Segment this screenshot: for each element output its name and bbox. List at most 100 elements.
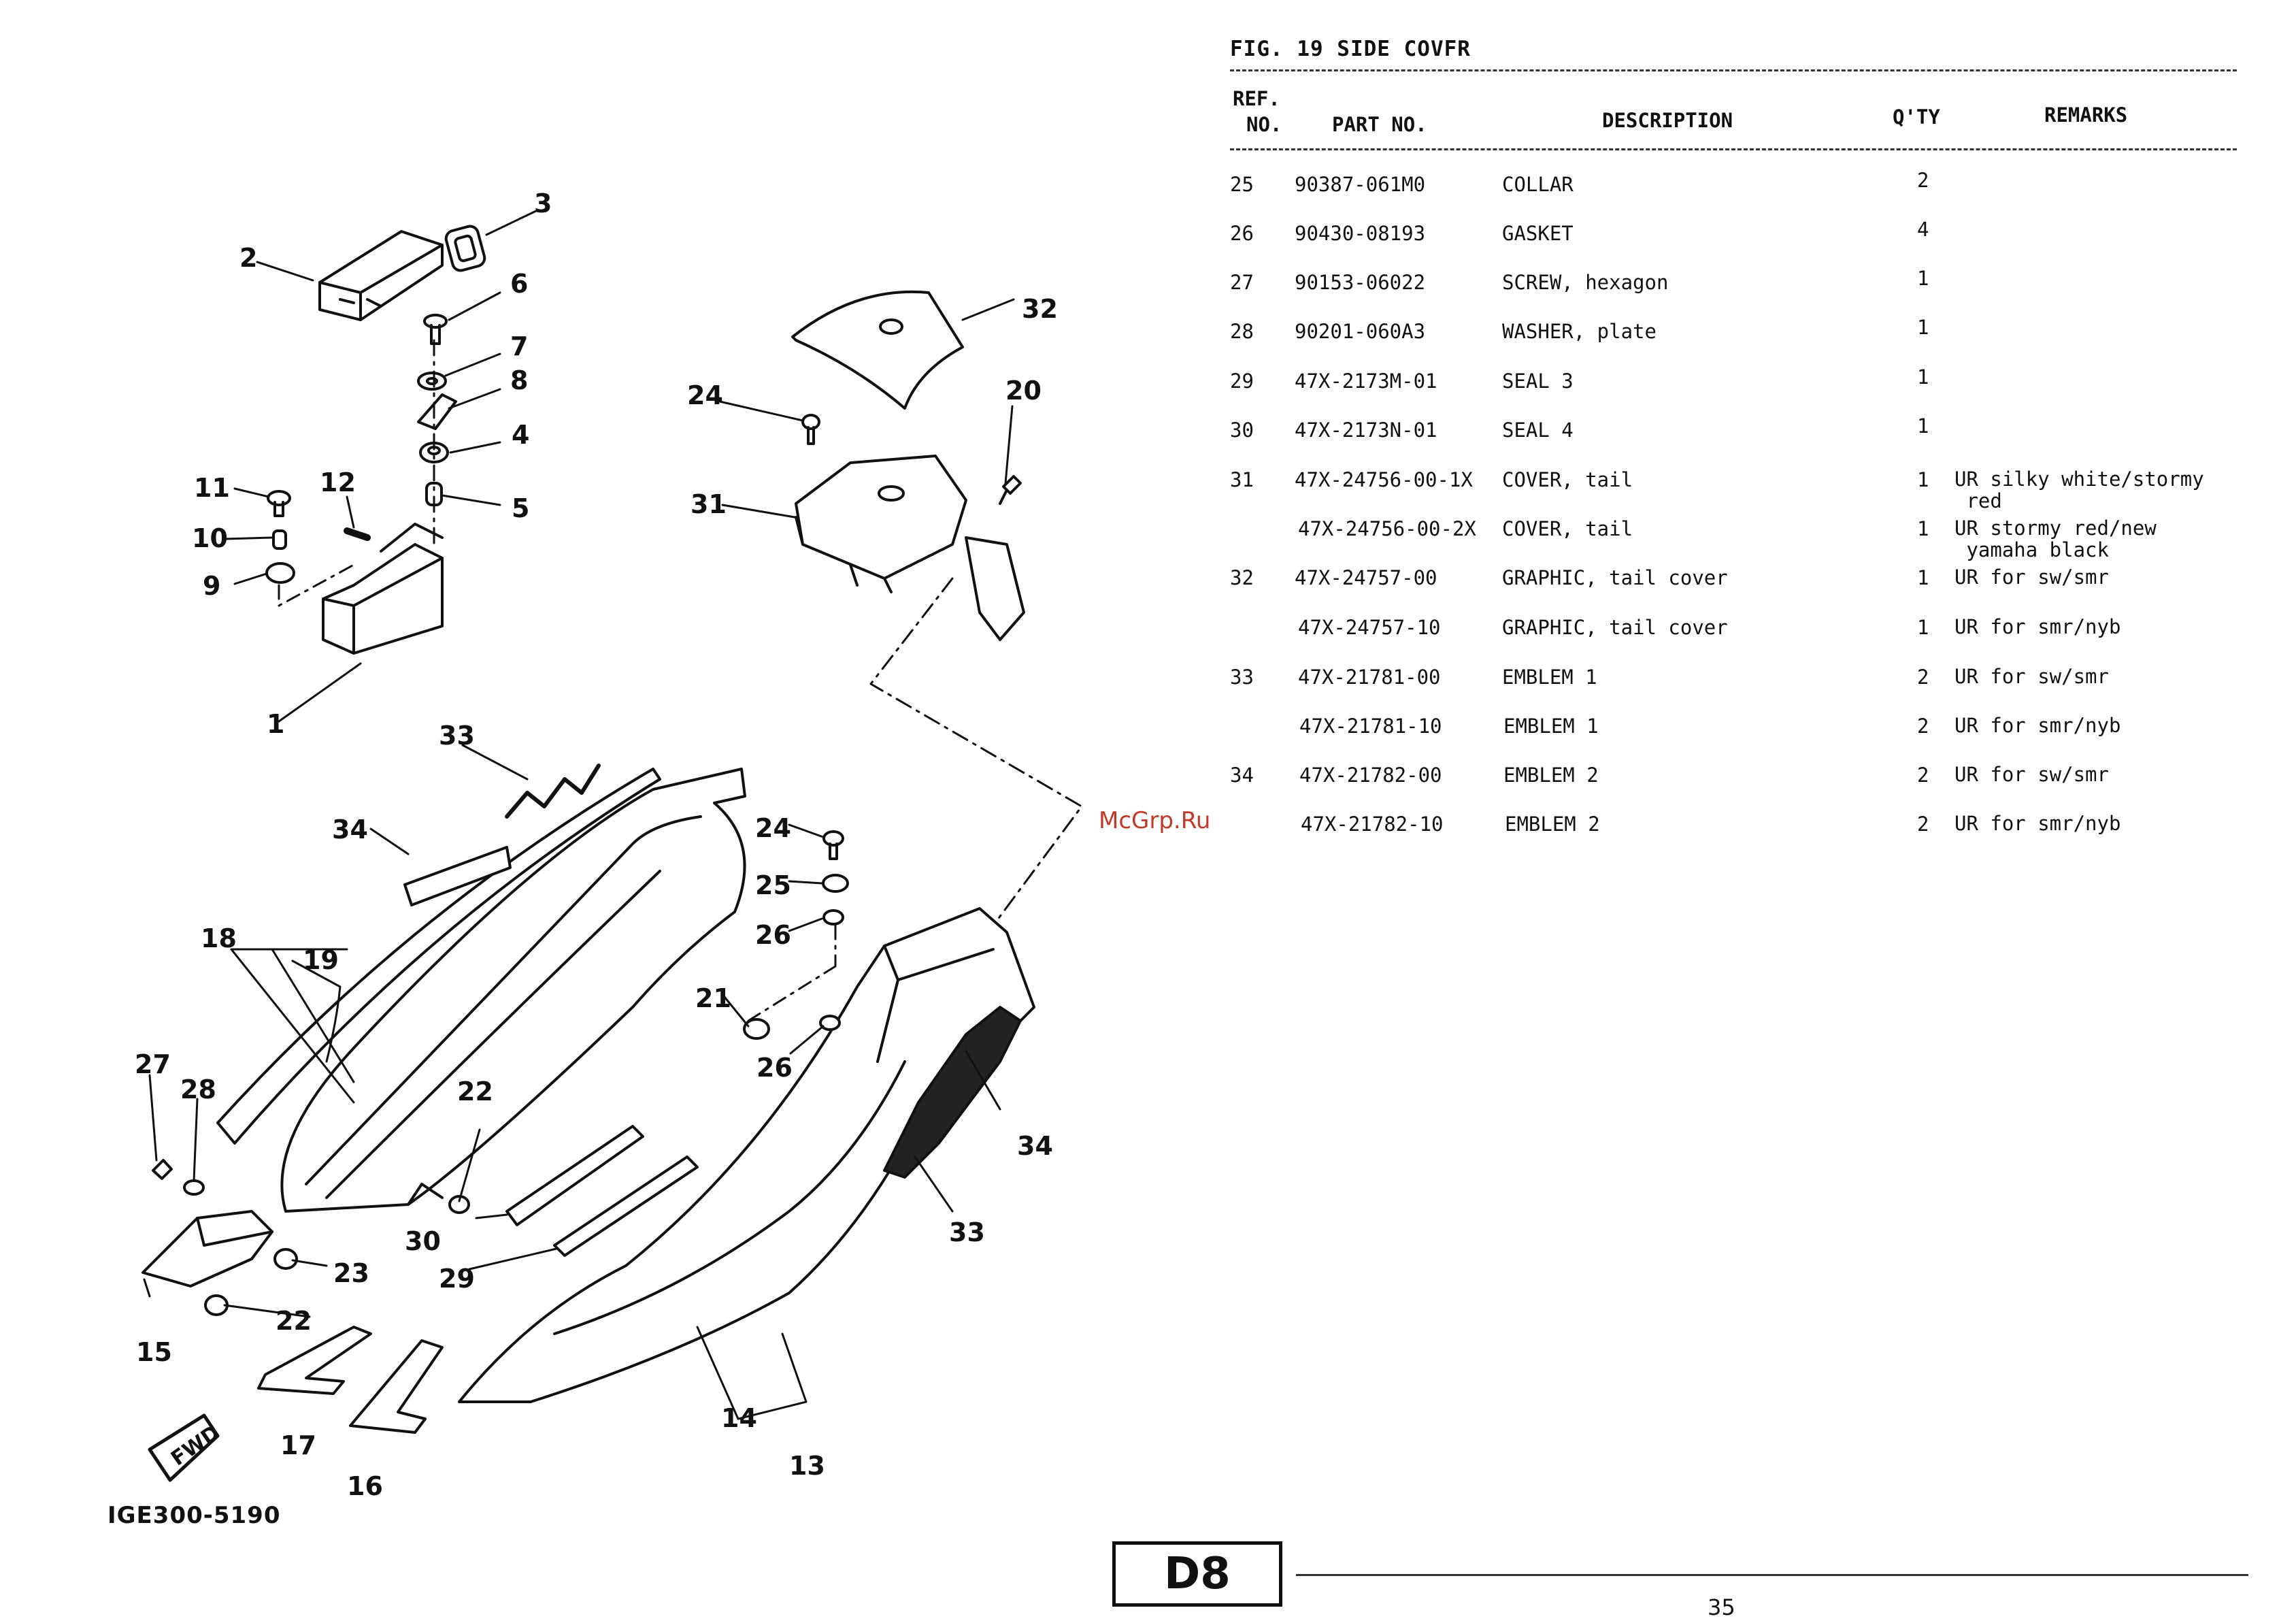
callout-19: 19 bbox=[303, 945, 339, 975]
cell-ref: 28 bbox=[1230, 320, 1254, 343]
cell-remarks: UR for smr/nyb bbox=[1954, 615, 2121, 638]
part-box-cover bbox=[318, 230, 444, 321]
callout-5: 5 bbox=[512, 493, 530, 523]
fwd-stamp: FWD bbox=[148, 1413, 224, 1482]
cell-part-no: 90153-06022 bbox=[1295, 271, 1426, 294]
watermark: McGrp.Ru bbox=[1099, 807, 1211, 834]
cell-ref: 30 bbox=[1230, 419, 1254, 442]
cell-ref: 25 bbox=[1230, 173, 1254, 196]
cell-part-no: 47X-24757-10 bbox=[1298, 616, 1441, 639]
cell-part-no: 47X-21781-10 bbox=[1299, 715, 1442, 738]
callout-26-lower: 26 bbox=[756, 1053, 793, 1083]
table-row: 33 47X-21781-00 EMBLEM 1 2 UR for sw/smr bbox=[1230, 666, 2237, 704]
callout-17: 17 bbox=[280, 1430, 316, 1460]
cell-part-no: 47X-2173M-01 bbox=[1295, 370, 1437, 393]
cell-qty: 2 bbox=[1917, 764, 1929, 787]
header-remarks: REMARKS bbox=[2044, 103, 2128, 127]
cell-part-no: 47X-24757-00 bbox=[1295, 566, 1437, 589]
cell-qty: 2 bbox=[1917, 169, 1929, 192]
cell-remarks: UR for smr/nyb bbox=[1954, 714, 2121, 737]
cell-description: SCREW, hexagon bbox=[1502, 271, 1669, 294]
part-side-cover-rail bbox=[280, 768, 746, 1213]
cell-description: COVER, tail bbox=[1502, 468, 1633, 491]
callout-25: 25 bbox=[755, 870, 791, 900]
cell-qty: 1 bbox=[1917, 517, 1929, 540]
cell-qty: 1 bbox=[1917, 316, 1929, 339]
cell-ref: 29 bbox=[1230, 370, 1254, 393]
cell-qty: 1 bbox=[1917, 468, 1929, 491]
callout-11: 11 bbox=[194, 473, 230, 503]
cell-part-no: 47X-21782-00 bbox=[1299, 764, 1442, 787]
cell-description: COLLAR bbox=[1502, 173, 1574, 196]
callout-12: 12 bbox=[320, 468, 356, 497]
cell-part-no: 90201-060A3 bbox=[1295, 320, 1426, 343]
part-lower-bracket bbox=[142, 1210, 273, 1288]
cell-description: EMBLEM 2 bbox=[1503, 764, 1599, 787]
cell-remarks: UR for sw/smr bbox=[1954, 565, 2109, 589]
cell-remarks: UR stormy red/new yamaha black bbox=[1954, 517, 2157, 561]
cell-qty: 1 bbox=[1917, 267, 1929, 290]
callout-24-upper: 24 bbox=[687, 380, 723, 410]
callout-3: 3 bbox=[534, 188, 552, 218]
callout-16: 16 bbox=[347, 1471, 383, 1501]
callout-33-upper: 33 bbox=[439, 721, 475, 751]
table-row: 47X-21781-10 EMBLEM 1 2 UR for smr/nyb bbox=[1230, 715, 2237, 753]
cell-remarks: UR for sw/smr bbox=[1954, 763, 2109, 786]
cell-part-no: 47X-24756-00-2X bbox=[1298, 517, 1476, 540]
callout-32: 32 bbox=[1022, 294, 1058, 324]
table-row: 28 90201-060A3 WASHER, plate 1 bbox=[1230, 316, 2237, 358]
cell-part-no: 47X-21781-00 bbox=[1298, 666, 1441, 689]
cell-ref: 33 bbox=[1230, 666, 1254, 689]
header-ref-line2: NO. bbox=[1246, 113, 1282, 136]
cell-qty: 2 bbox=[1917, 715, 1929, 738]
cell-description: EMBLEM 1 bbox=[1503, 715, 1599, 738]
callout-6: 6 bbox=[510, 269, 529, 299]
callout-30: 30 bbox=[405, 1226, 441, 1256]
page-number: 35 bbox=[1708, 1594, 1735, 1620]
callout-29: 29 bbox=[439, 1264, 475, 1294]
callout-27: 27 bbox=[135, 1049, 171, 1079]
callout-13: 13 bbox=[789, 1451, 825, 1481]
footer-rule bbox=[1296, 1574, 2248, 1576]
callout-1: 1 bbox=[267, 709, 285, 739]
part-washer-7 bbox=[417, 372, 447, 391]
cell-part-no: 47X-24756-00-1X bbox=[1295, 468, 1473, 491]
cell-ref: 32 bbox=[1230, 566, 1254, 589]
cell-part-no: 90430-08193 bbox=[1295, 222, 1426, 245]
cell-qty: 1 bbox=[1917, 365, 1929, 389]
cell-part-no: 90387-061M0 bbox=[1295, 173, 1426, 196]
header-description: DESCRIPTION bbox=[1602, 109, 1733, 132]
title-rule bbox=[1230, 69, 2237, 71]
callout-24-lower: 24 bbox=[755, 813, 791, 843]
part-main-side-cover bbox=[458, 907, 1035, 1403]
table-row: 27 90153-06022 SCREW, hexagon 1 bbox=[1230, 267, 2237, 309]
table-row: 31 47X-24756-00-1X COVER, tail 1 UR silk… bbox=[1230, 468, 2237, 512]
header-rule bbox=[1230, 148, 2237, 150]
part-graphic-tail-cover bbox=[791, 290, 964, 410]
cell-description: GRAPHIC, tail cover bbox=[1502, 616, 1728, 639]
cell-ref: 34 bbox=[1230, 764, 1254, 787]
cell-ref: 27 bbox=[1230, 271, 1254, 294]
callout-22-lower: 22 bbox=[276, 1306, 312, 1336]
callout-18: 18 bbox=[201, 923, 237, 953]
cell-qty: 2 bbox=[1917, 813, 1929, 836]
callout-7: 7 bbox=[510, 331, 529, 361]
part-bracket-box bbox=[322, 523, 444, 655]
cell-description: EMBLEM 2 bbox=[1505, 813, 1600, 836]
table-row: 26 90430-08193 GASKET 4 bbox=[1230, 218, 2237, 260]
cell-qty: 1 bbox=[1917, 616, 1929, 639]
cell-description: WASHER, plate bbox=[1502, 320, 1657, 343]
cell-ref: 26 bbox=[1230, 222, 1254, 245]
table-row: 47X-21782-10 EMBLEM 2 2 UR for smr/nyb bbox=[1230, 813, 2237, 851]
callout-33-lower: 33 bbox=[949, 1217, 985, 1247]
exploded-parts-diagram: FWD bbox=[142, 210, 1083, 1482]
callout-2: 2 bbox=[239, 243, 258, 273]
table-row: 32 47X-24757-00 GRAPHIC, tail cover 1 UR… bbox=[1230, 566, 2237, 604]
callout-31: 31 bbox=[691, 489, 727, 519]
drawing-code: IGE300-5190 bbox=[107, 1502, 281, 1529]
header-part-no: PART NO. bbox=[1332, 113, 1427, 136]
cell-part-no: 47X-2173N-01 bbox=[1295, 419, 1437, 442]
cell-description: GRAPHIC, tail cover bbox=[1502, 566, 1728, 589]
callout-15: 15 bbox=[136, 1337, 172, 1367]
callout-23: 23 bbox=[333, 1258, 369, 1288]
